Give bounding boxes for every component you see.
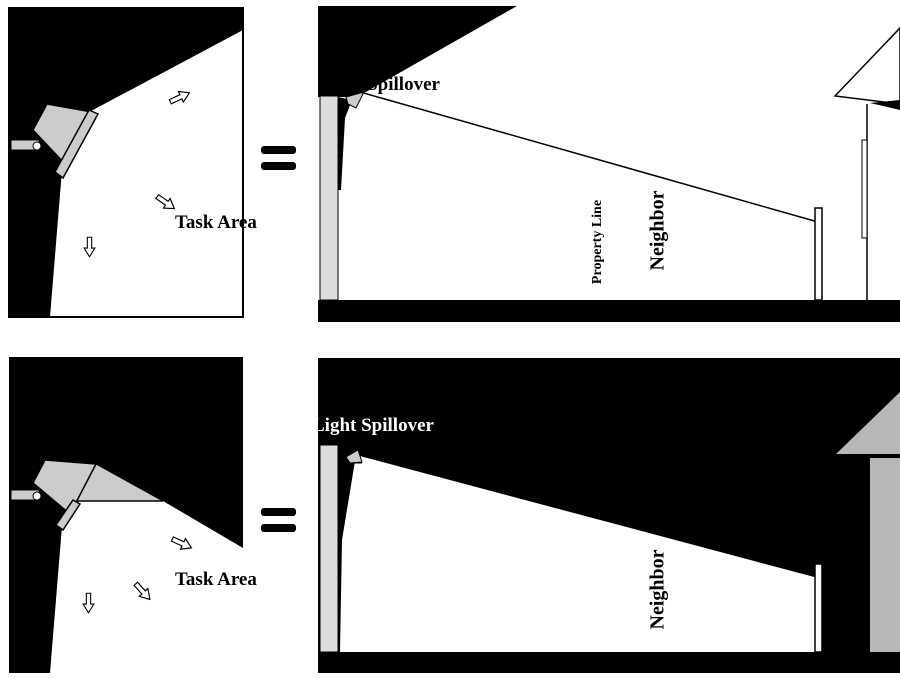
light-pole	[319, 95, 339, 301]
bottom-neighbor-label: Neighbor	[646, 549, 669, 630]
top-task-lit-area	[50, 30, 243, 317]
top-task-area-label: Task Area	[175, 212, 257, 233]
bottom-neighbor-panel	[318, 358, 900, 673]
top-neighbor-panel	[318, 6, 900, 322]
neighbor-house-roof	[836, 392, 900, 454]
bottom-equals-sign	[261, 508, 296, 532]
top-equals-sign	[261, 146, 296, 170]
neighbor-house-roof	[833, 26, 900, 105]
bottom-light-spillover-label: Light Spillover	[312, 415, 434, 436]
bottom-task-area-label: Task Area	[175, 569, 257, 590]
property-fence	[814, 207, 823, 301]
neighbor-house-wall	[870, 458, 900, 652]
top-task-panel	[8, 7, 244, 318]
spillover-beam-line	[359, 91, 819, 223]
shielded-lit-area	[340, 455, 818, 652]
bottom-task-lit-area	[50, 464, 243, 673]
ground	[318, 300, 900, 322]
property-line-label: Property Line	[590, 199, 605, 285]
bottom-task-panel	[9, 357, 243, 673]
floodlight-fixture-shielded	[32, 459, 98, 516]
top-neighbor-label: Neighbor	[646, 190, 669, 271]
top-light-spillover-label: Light Spillover	[318, 74, 440, 95]
